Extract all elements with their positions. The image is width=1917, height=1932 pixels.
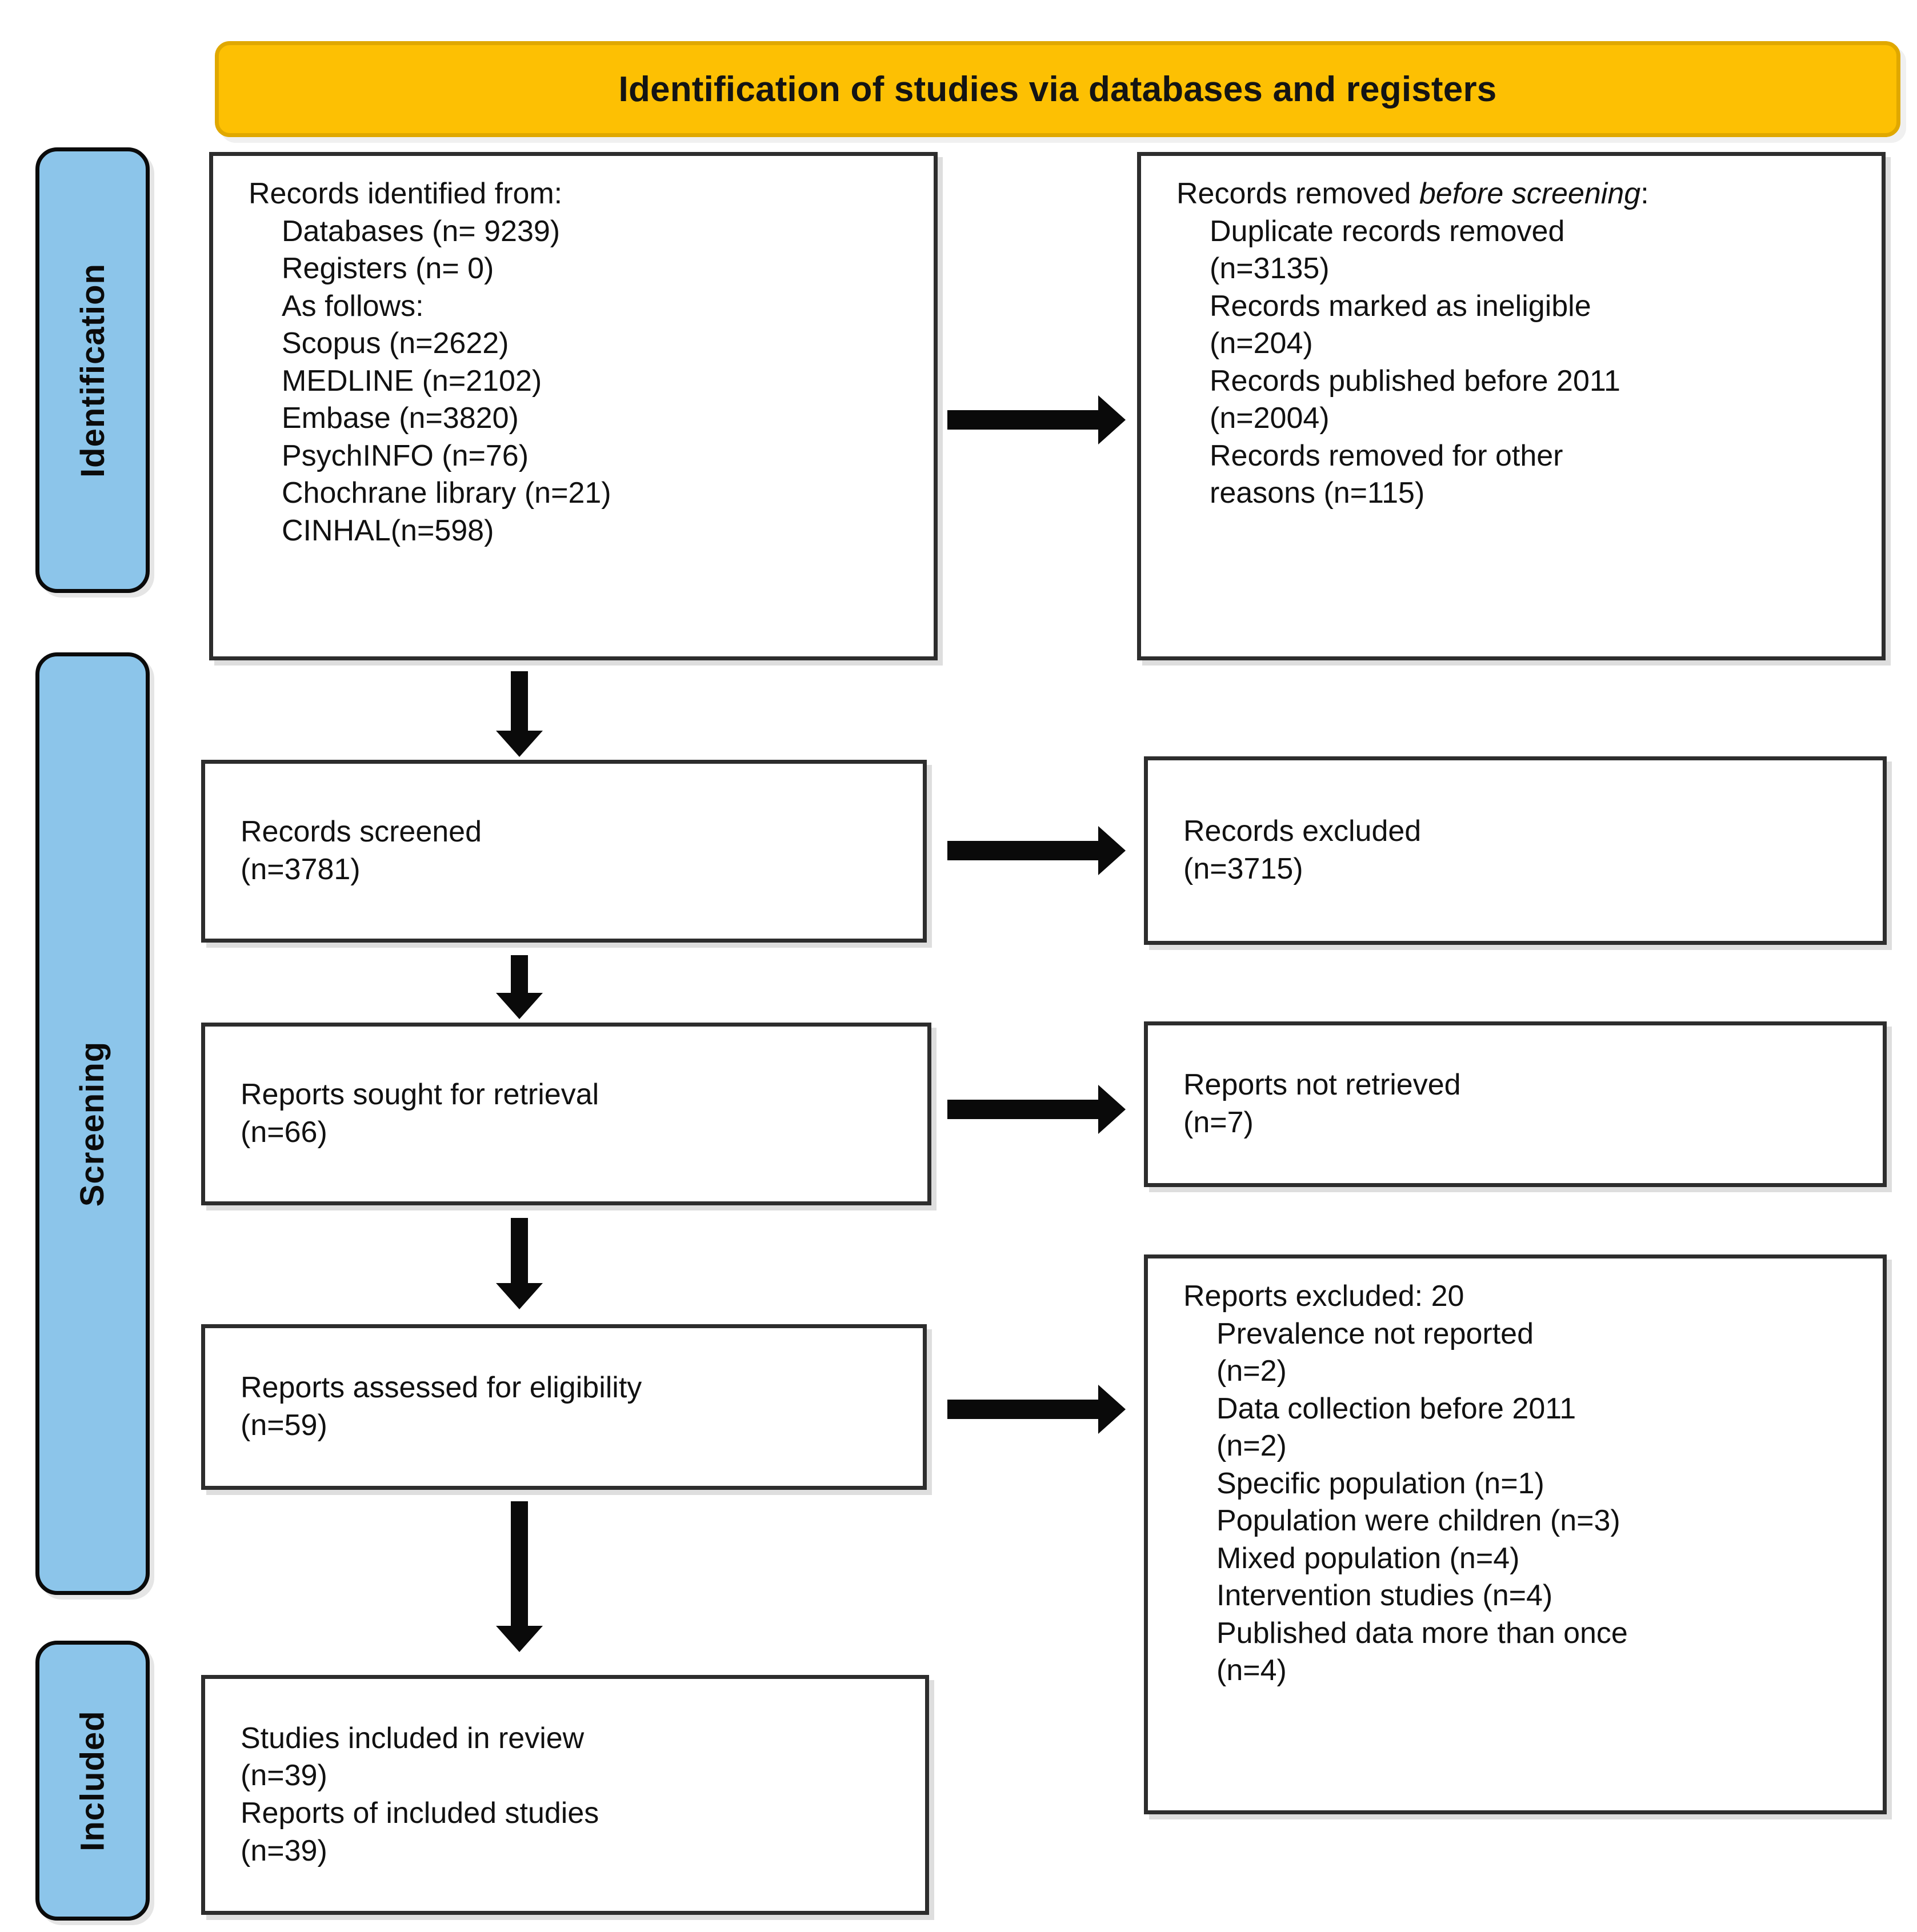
records-removed-ineligible-n: (n=204) xyxy=(1210,327,1313,360)
records-removed-other-n: reasons (n=115) xyxy=(1210,476,1425,510)
records-removed-other: Records removed for other xyxy=(1210,439,1563,472)
records-identified-cinhal: CINHAL(n=598) xyxy=(282,514,494,547)
reports-excluded-prevalence: Prevalence not reported xyxy=(1216,1317,1534,1350)
records-identified-scopus: Scopus (n=2622) xyxy=(282,327,509,360)
stage-label-screening: Screening xyxy=(35,652,150,1595)
box-records-identified: Records identified from: Databases (n= 9… xyxy=(209,152,938,660)
reports-assessed-label: Reports assessed for eligibility xyxy=(241,1371,642,1405)
reports-excluded-prevalence-n: (n=2) xyxy=(1216,1354,1287,1388)
reports-included-count: (n=39) xyxy=(241,1834,327,1867)
page-title: Identification of studies via databases … xyxy=(618,69,1497,109)
reports-excluded-published-twice: Published data more than once xyxy=(1216,1616,1628,1650)
records-identified-as-follows: As follows: xyxy=(282,289,424,323)
records-removed-duplicates: Duplicate records removed xyxy=(1210,214,1565,248)
studies-included-label: Studies included in review xyxy=(241,1721,585,1755)
arrow-down-screened-to-sought xyxy=(496,955,543,1019)
box-records-excluded: Records excluded (n=3715) xyxy=(1144,756,1887,945)
arrow-right-assessed-to-reports-excluded xyxy=(947,1385,1126,1434)
header-banner: Identification of studies via databases … xyxy=(215,41,1900,137)
records-identified-medline: MEDLINE (n=2102) xyxy=(282,364,542,398)
records-removed-title-c: : xyxy=(1640,177,1649,210)
records-screened-label: Records screened xyxy=(241,815,482,849)
reports-excluded-mixed-pop: Mixed population (n=4) xyxy=(1216,1541,1520,1575)
records-identified-registers: Registers (n= 0) xyxy=(282,252,494,286)
box-studies-included: Studies included in review (n=39) Report… xyxy=(201,1675,929,1915)
box-records-removed-before-screening: Records removed before screening: Duplic… xyxy=(1137,152,1886,660)
box-reports-not-retrieved: Reports not retrieved (n=7) xyxy=(1144,1021,1887,1187)
records-removed-title-emphasis: before screening xyxy=(1419,177,1641,210)
records-removed-duplicates-n: (n=3135) xyxy=(1210,252,1330,286)
records-removed-title-a: Records removed xyxy=(1176,177,1419,210)
box-reports-excluded: Reports excluded: 20 Prevalence not repo… xyxy=(1144,1254,1887,1814)
reports-not-retrieved-label: Reports not retrieved xyxy=(1183,1068,1461,1102)
reports-excluded-specific-pop: Specific population (n=1) xyxy=(1216,1466,1544,1500)
records-excluded-count: (n=3715) xyxy=(1183,852,1303,885)
records-removed-before-2011-n: (n=2004) xyxy=(1210,402,1330,435)
records-identified-cochrane: Chochrane library (n=21) xyxy=(282,476,611,510)
reports-excluded-children: Population were children (n=3) xyxy=(1216,1504,1620,1538)
reports-sought-count: (n=66) xyxy=(241,1116,327,1149)
records-identified-psychinfo: PsychINFO (n=76) xyxy=(282,439,529,472)
box-reports-assessed-for-eligibility: Reports assessed for eligibility (n=59) xyxy=(201,1324,927,1490)
reports-included-label: Reports of included studies xyxy=(241,1797,599,1830)
stage-label-identification-text: Identification xyxy=(74,263,111,478)
arrow-right-sought-to-not-retrieved xyxy=(947,1085,1126,1134)
reports-excluded-title: Reports excluded: 20 xyxy=(1183,1280,1464,1313)
records-screened-count: (n=3781) xyxy=(241,853,361,886)
reports-assessed-count: (n=59) xyxy=(241,1409,327,1442)
reports-excluded-intervention: Intervention studies (n=4) xyxy=(1216,1579,1553,1613)
stage-label-screening-text: Screening xyxy=(74,1041,111,1207)
records-identified-title: Records identified from: xyxy=(249,177,563,210)
stage-label-identification: Identification xyxy=(35,147,150,593)
reports-excluded-published-twice-n: (n=4) xyxy=(1216,1654,1287,1688)
records-removed-title: Records removed before screening: xyxy=(1141,175,1882,213)
reports-excluded-data-before: Data collection before 2011 xyxy=(1216,1392,1576,1425)
box-records-screened: Records screened (n=3781) xyxy=(201,760,927,943)
records-identified-databases: Databases (n= 9239) xyxy=(282,214,561,248)
records-removed-ineligible: Records marked as ineligible xyxy=(1210,289,1591,323)
stage-label-included: Included xyxy=(35,1641,150,1921)
stage-label-included-text: Included xyxy=(74,1710,111,1851)
records-removed-before-2011: Records published before 2011 xyxy=(1210,364,1620,398)
studies-included-count: (n=39) xyxy=(241,1759,327,1793)
arrow-down-assessed-to-included xyxy=(496,1501,543,1652)
reports-sought-label: Reports sought for retrieval xyxy=(241,1078,599,1112)
arrow-right-identified-to-removed xyxy=(947,395,1126,444)
records-identified-embase: Embase (n=3820) xyxy=(282,402,519,435)
records-excluded-label: Records excluded xyxy=(1183,815,1422,848)
box-reports-sought-for-retrieval: Reports sought for retrieval (n=66) xyxy=(201,1023,931,1205)
arrow-right-screened-to-excluded xyxy=(947,826,1126,875)
arrow-down-identified-to-screened xyxy=(496,671,543,757)
reports-excluded-data-before-n: (n=2) xyxy=(1216,1429,1287,1463)
reports-not-retrieved-count: (n=7) xyxy=(1183,1106,1254,1139)
arrow-down-sought-to-assessed xyxy=(496,1218,543,1309)
